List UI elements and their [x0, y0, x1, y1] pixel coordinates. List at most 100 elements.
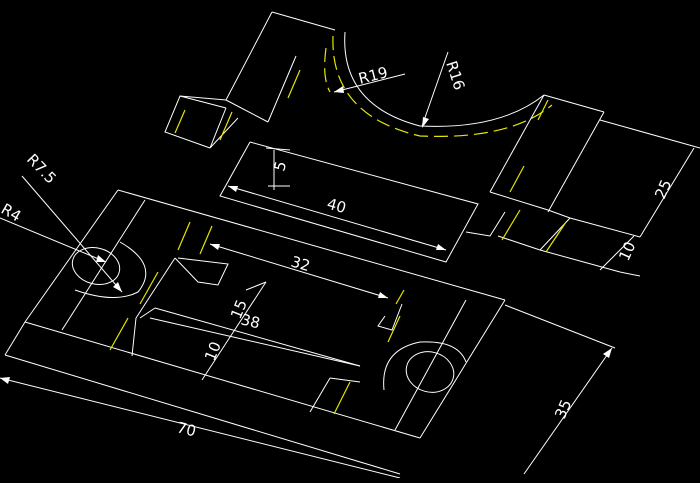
dim-40-arrow [228, 186, 238, 192]
hidden-line [509, 165, 525, 193]
dim-10-left-line [201, 333, 233, 381]
dim-5-ext [265, 147, 291, 151]
r16-arrow [422, 117, 429, 128]
dim-38-line [149, 317, 361, 367]
upper-block-edge [569, 217, 641, 238]
semicircle-hidden [332, 35, 553, 137]
hidden-line [199, 225, 213, 255]
dimension-labels: R19 R16 R7.5 R4 5 40 25 10 32 15 38 10 3… [0, 59, 675, 441]
pocket-notch [377, 303, 403, 331]
dim-40-line [227, 185, 447, 251]
dim-label-38: 38 [239, 310, 262, 332]
dim-label-35: 35 [551, 397, 575, 422]
upper-block-edge [497, 235, 541, 251]
semicircle-hidden-left [324, 47, 331, 93]
hidden-line [219, 111, 233, 141]
lower-block [4, 189, 616, 475]
dim-15-line [231, 281, 267, 335]
base-back-edge [117, 189, 506, 301]
hidden-line [545, 221, 567, 253]
right-boss-arc [383, 341, 467, 391]
dim-label-r4: R4 [0, 200, 24, 226]
hidden-line [109, 317, 129, 351]
slot-outline [219, 141, 479, 263]
base-division [61, 199, 146, 331]
hidden-line [333, 381, 351, 415]
dim-10-right-ext [619, 271, 641, 277]
dim-35-arrow [603, 348, 612, 358]
upper-block-edge [209, 107, 227, 149]
r16-leader [421, 51, 449, 127]
upper-block-edge [547, 111, 605, 213]
hidden-line [177, 221, 191, 251]
base-right-extension [504, 304, 616, 349]
pocket-edge [309, 377, 331, 413]
dim-32-arrow [210, 244, 220, 250]
dim-25-ext [599, 119, 700, 149]
upper-block-edge [225, 99, 269, 123]
pocket-edge [131, 317, 137, 357]
hidden-line [387, 315, 401, 343]
dim-10-right-line [599, 235, 635, 271]
upper-block-edge [539, 249, 621, 273]
upper-block-edge [179, 95, 227, 109]
dim-35-line [523, 347, 613, 475]
dim-label-r16: R16 [442, 59, 468, 93]
hidden-line [537, 99, 549, 121]
pocket-edge [135, 257, 176, 319]
dim-label-40: 40 [325, 195, 348, 218]
r7-5-arrow [113, 282, 122, 292]
dim-label-32: 32 [289, 253, 312, 276]
r7-5-leader [21, 175, 123, 293]
base-right-edge [419, 299, 506, 439]
upper-block-step-right [465, 211, 506, 237]
dim-70-line [0, 377, 401, 479]
dim-label-5: 5 [270, 159, 290, 173]
right-hole-inner [405, 351, 455, 393]
dim-40-arrow [436, 244, 446, 250]
base-left-front [4, 321, 26, 356]
dim-label-15: 15 [227, 297, 251, 321]
upper-block [164, 11, 641, 273]
dim-label-70: 70 [175, 418, 198, 440]
pocket-edge [329, 377, 361, 383]
dimension-lines [0, 51, 700, 479]
base-bottom-edge [4, 354, 401, 475]
dim-32-line [209, 243, 389, 299]
hidden-line [395, 289, 405, 305]
upper-block-edge [543, 94, 605, 113]
base-front-top-edge [24, 321, 421, 439]
r4-leader [0, 217, 107, 263]
hidden-line [139, 271, 159, 305]
hidden-line [501, 209, 521, 241]
dim-15-line [245, 281, 267, 291]
upper-block-step [209, 117, 239, 149]
dim-32-arrow [378, 292, 388, 298]
upper-block-edge [267, 55, 297, 123]
dim-label-10-left: 10 [201, 339, 225, 363]
r19-leader [333, 73, 406, 93]
left-hole-inner [71, 247, 121, 285]
dim-label-r7-5: R7.5 [23, 150, 60, 187]
dim-label-25: 25 [651, 177, 675, 202]
r4-arrow [96, 255, 106, 262]
pocket-edge [139, 307, 156, 319]
dim-25-line [639, 147, 695, 238]
dim-label-10-right: 10 [615, 239, 639, 264]
base-division [394, 299, 467, 431]
pocket-edge [154, 307, 361, 367]
upper-block-edge [489, 191, 549, 211]
pocket-back [174, 257, 229, 286]
left-boss-arc [74, 241, 147, 299]
hidden-line [174, 109, 186, 134]
upper-block-edge [489, 94, 545, 193]
upper-block-edge [547, 209, 571, 219]
dim-70-arrow [0, 377, 10, 384]
hidden-line [287, 69, 301, 99]
semicircle-outer [344, 31, 545, 127]
upper-block-outline [271, 11, 336, 31]
base-left-edge [24, 189, 119, 323]
r19-arrow [334, 86, 344, 93]
